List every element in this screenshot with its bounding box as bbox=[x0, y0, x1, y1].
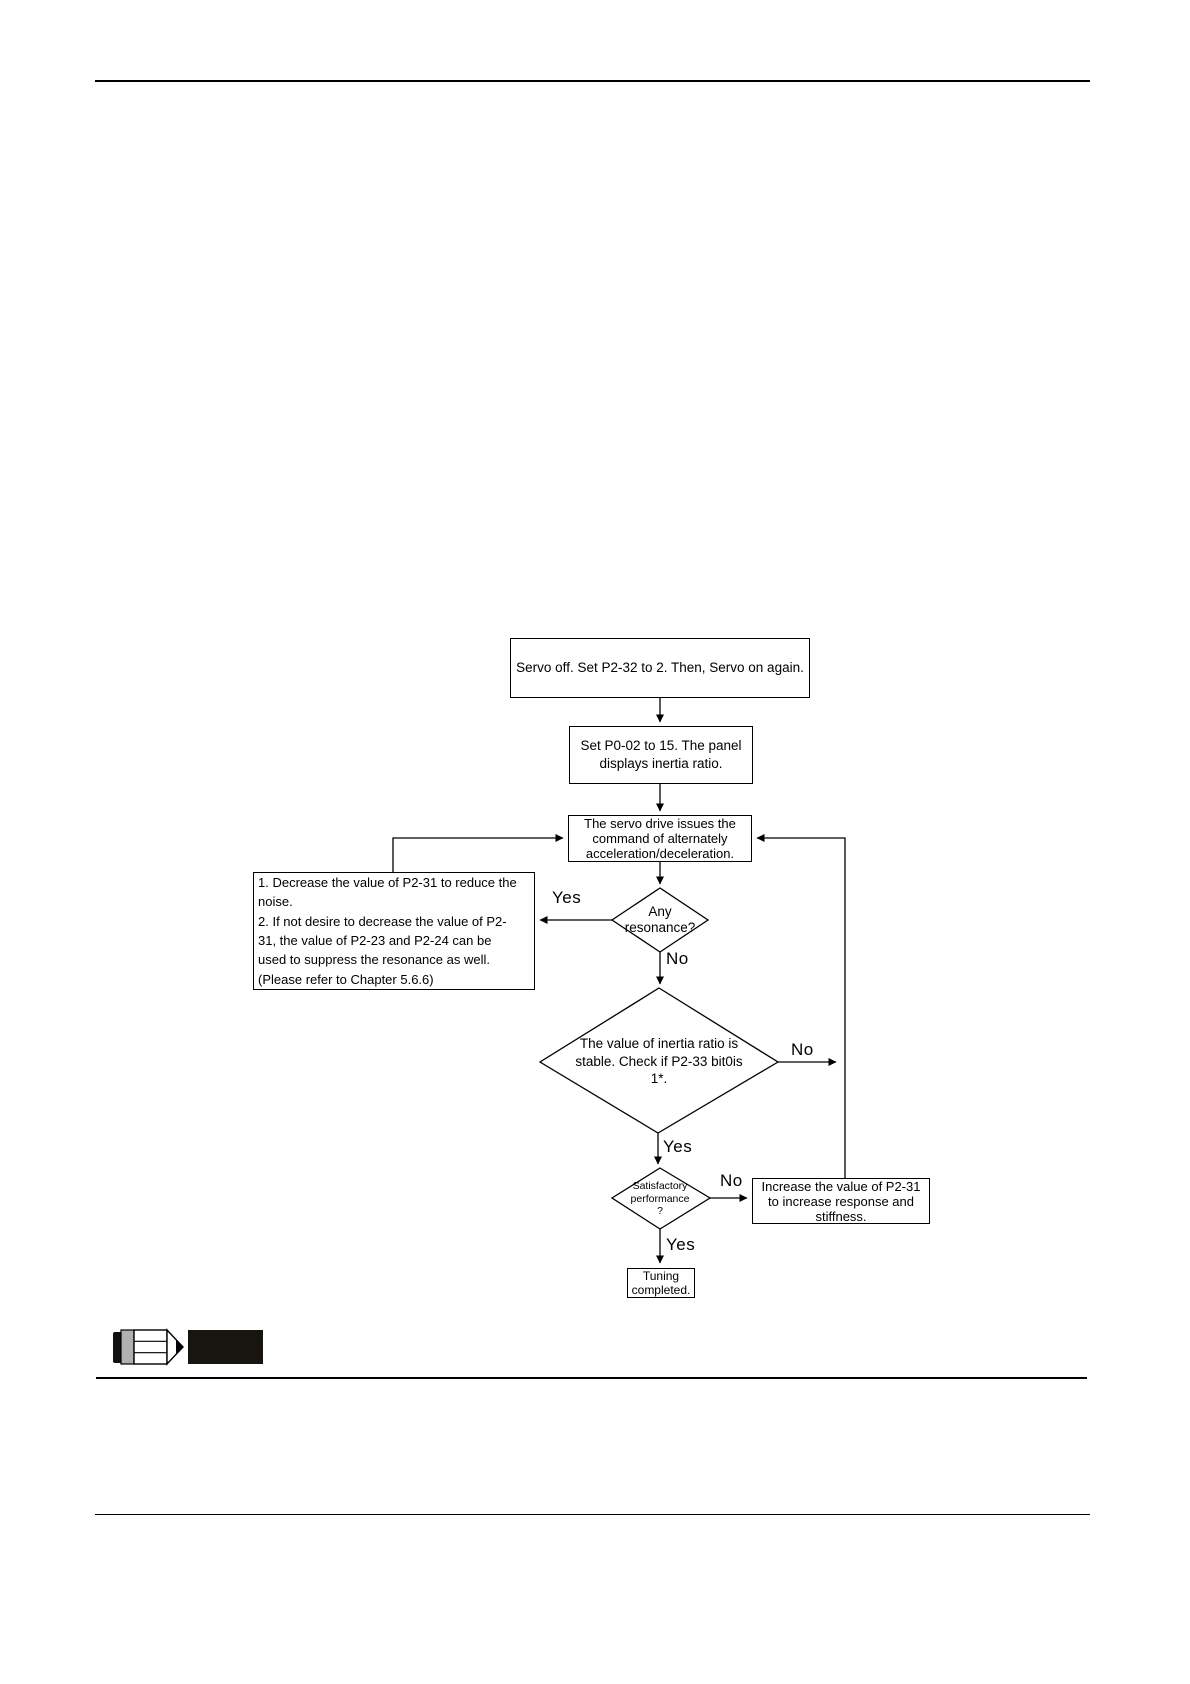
label-no-resonance: No bbox=[666, 949, 689, 968]
note-divider bbox=[96, 1377, 1087, 1379]
flow-step-servo-off: Servo off. Set P2-32 to 2. Then, Servo o… bbox=[510, 638, 810, 698]
label-yes-resonance: Yes bbox=[552, 888, 582, 907]
flow-action-increase-p231: Increase the value of P2-31 to increase … bbox=[752, 1178, 930, 1224]
inertia-decision-label: The value of inertia ratio is stable. Ch… bbox=[575, 1036, 743, 1086]
flow-step-set-p002: Set P0-02 to 15. The panel displays iner… bbox=[569, 726, 753, 784]
note-label-box bbox=[188, 1330, 263, 1364]
label-no-inertia: No bbox=[791, 1040, 814, 1059]
satisfactory-decision-label: Satisfactory performance ? bbox=[630, 1180, 690, 1217]
flow-step-servo-command: The servo drive issues the command of al… bbox=[568, 815, 752, 862]
label-yes-satisfactory: Yes bbox=[666, 1235, 696, 1254]
flow-action-suppress-resonance: 1. Decrease the value of P2-31 to reduce… bbox=[253, 872, 535, 990]
resonance-decision-label: Any resonance? bbox=[624, 904, 696, 935]
label-yes-inertia: Yes bbox=[663, 1137, 693, 1156]
label-no-satisfactory: No bbox=[720, 1171, 743, 1190]
flow-end-tuning-completed: Tuning completed. bbox=[627, 1268, 695, 1298]
header-divider bbox=[95, 80, 1090, 82]
footer-divider bbox=[95, 1514, 1090, 1515]
pencil-note-icon bbox=[113, 1328, 184, 1366]
